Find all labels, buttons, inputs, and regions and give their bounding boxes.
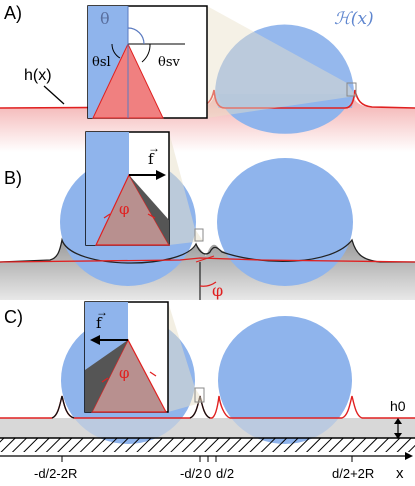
panel-a-theta-sl: θsl [92,55,111,70]
panel-a-h-pointer [43,85,65,105]
panel-b-force: f [148,150,155,168]
panel-c-force-arrow: → [96,305,108,319]
panel-b-inset-phi: φ [119,200,130,218]
panel-a: A) θ θsl θsv ℋ(x) h(x) [0,3,415,152]
panel-c-h0: h0 [390,398,406,414]
panel-a-h-curve [0,89,415,109]
panel-a-theta: θ [100,9,110,28]
panel-c-label: C) [4,307,23,327]
panel-c-inset-phi: φ [119,364,130,382]
panel-b-surface-curve [0,237,415,264]
panel-c-zoom-cone [168,302,204,412]
panel-a-drop [215,24,354,108]
x-tick-2: -d/2 [180,466,202,481]
panel-a-label: A) [4,3,22,23]
panel-c: C) h0 f → φ [0,301,415,452]
panel-b-label: B) [4,168,22,188]
panel-c-zoom-box [194,387,205,403]
x-tick-4: d/2 [216,466,234,481]
panel-b-tangent [195,255,215,263]
panel-a-zoom-box [346,82,357,97]
panel-b-phi-arc [199,281,217,287]
panel-b: B) φ f → φ [0,131,415,300]
panel-b-phi: φ [212,281,223,300]
panel-b-zoom-box [194,228,204,242]
panel-a-h-label: h(x) [24,67,52,84]
panel-b-red-curve [0,257,415,263]
x-axis-label: x [396,465,404,482]
panel-a-zoom-cone [207,6,356,118]
x-axis: -d/2-2R -d/2 0 d/2 d/2+2R x [0,452,413,482]
panel-c-force: f [96,314,103,332]
panel-c-inset: f → φ [84,301,169,413]
panel-a-drop-below [218,94,352,134]
panel-b-force-arrow: → [148,141,160,155]
x-tick-1: -d/2-2R [34,466,77,481]
panel-c-drop-right [218,316,352,444]
panel-c-solid-hatch [0,438,415,452]
x-tick-5: d/2+2R [332,466,374,481]
panel-a-height-field: ℋ(x) [334,9,374,29]
panel-a-theta-sv: θsv [158,55,180,70]
panel-b-inset: f → φ [85,131,171,246]
panel-a-inset: θ θsl θsv [87,5,208,119]
panel-b-zoom-cone [169,132,203,245]
panel-b-substrate [0,240,415,300]
panel-b-drop-right [217,158,353,286]
x-tick-3: 0 [204,466,211,481]
